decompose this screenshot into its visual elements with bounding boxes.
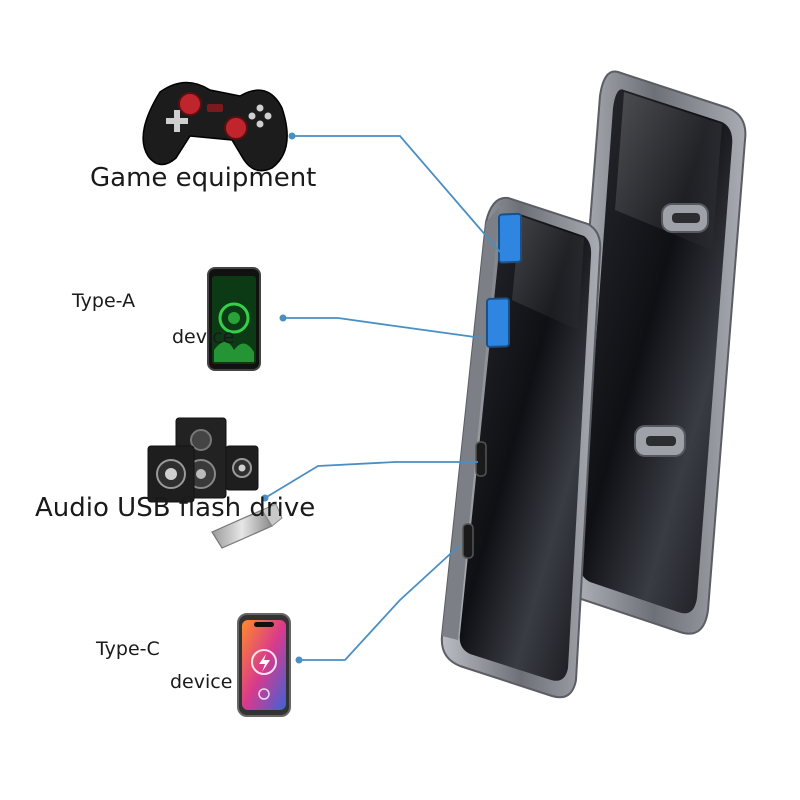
usb-a-port-1: [498, 212, 522, 264]
usb-a-port-2: [486, 297, 510, 348]
label-game-equipment: Game equipment: [90, 163, 317, 193]
hub-front-plate: [440, 196, 602, 699]
connector-line-audio: [264, 461, 478, 499]
label-type-c-device: device: [170, 671, 233, 693]
connector-lines: [264, 135, 501, 661]
usb-c-plug-lower: [634, 425, 686, 457]
usb-c-port-1: [475, 441, 487, 477]
connector-line-game: [292, 135, 501, 253]
speaker-set-icon: [147, 417, 259, 503]
usb-c-port-2: [462, 523, 474, 559]
connector-dots: [261, 132, 303, 664]
label-type-a-device: device: [172, 326, 235, 348]
usb-c-plug-upper: [661, 203, 709, 233]
label-audio-usb-flash-drive: Audio USB flash drive: [35, 493, 316, 523]
label-type-a: Type-A: [72, 290, 136, 312]
label-type-c: Type-C: [96, 638, 160, 660]
gamepad-icon: [142, 81, 288, 172]
connector-line-type-a: [283, 317, 483, 339]
usb-flash-drive-icon: [211, 503, 283, 549]
android-phone-icon: [207, 267, 261, 371]
connector-line-type-c: [299, 544, 461, 661]
iphone-icon: [237, 613, 291, 717]
hub-rear-plate: [561, 70, 747, 635]
